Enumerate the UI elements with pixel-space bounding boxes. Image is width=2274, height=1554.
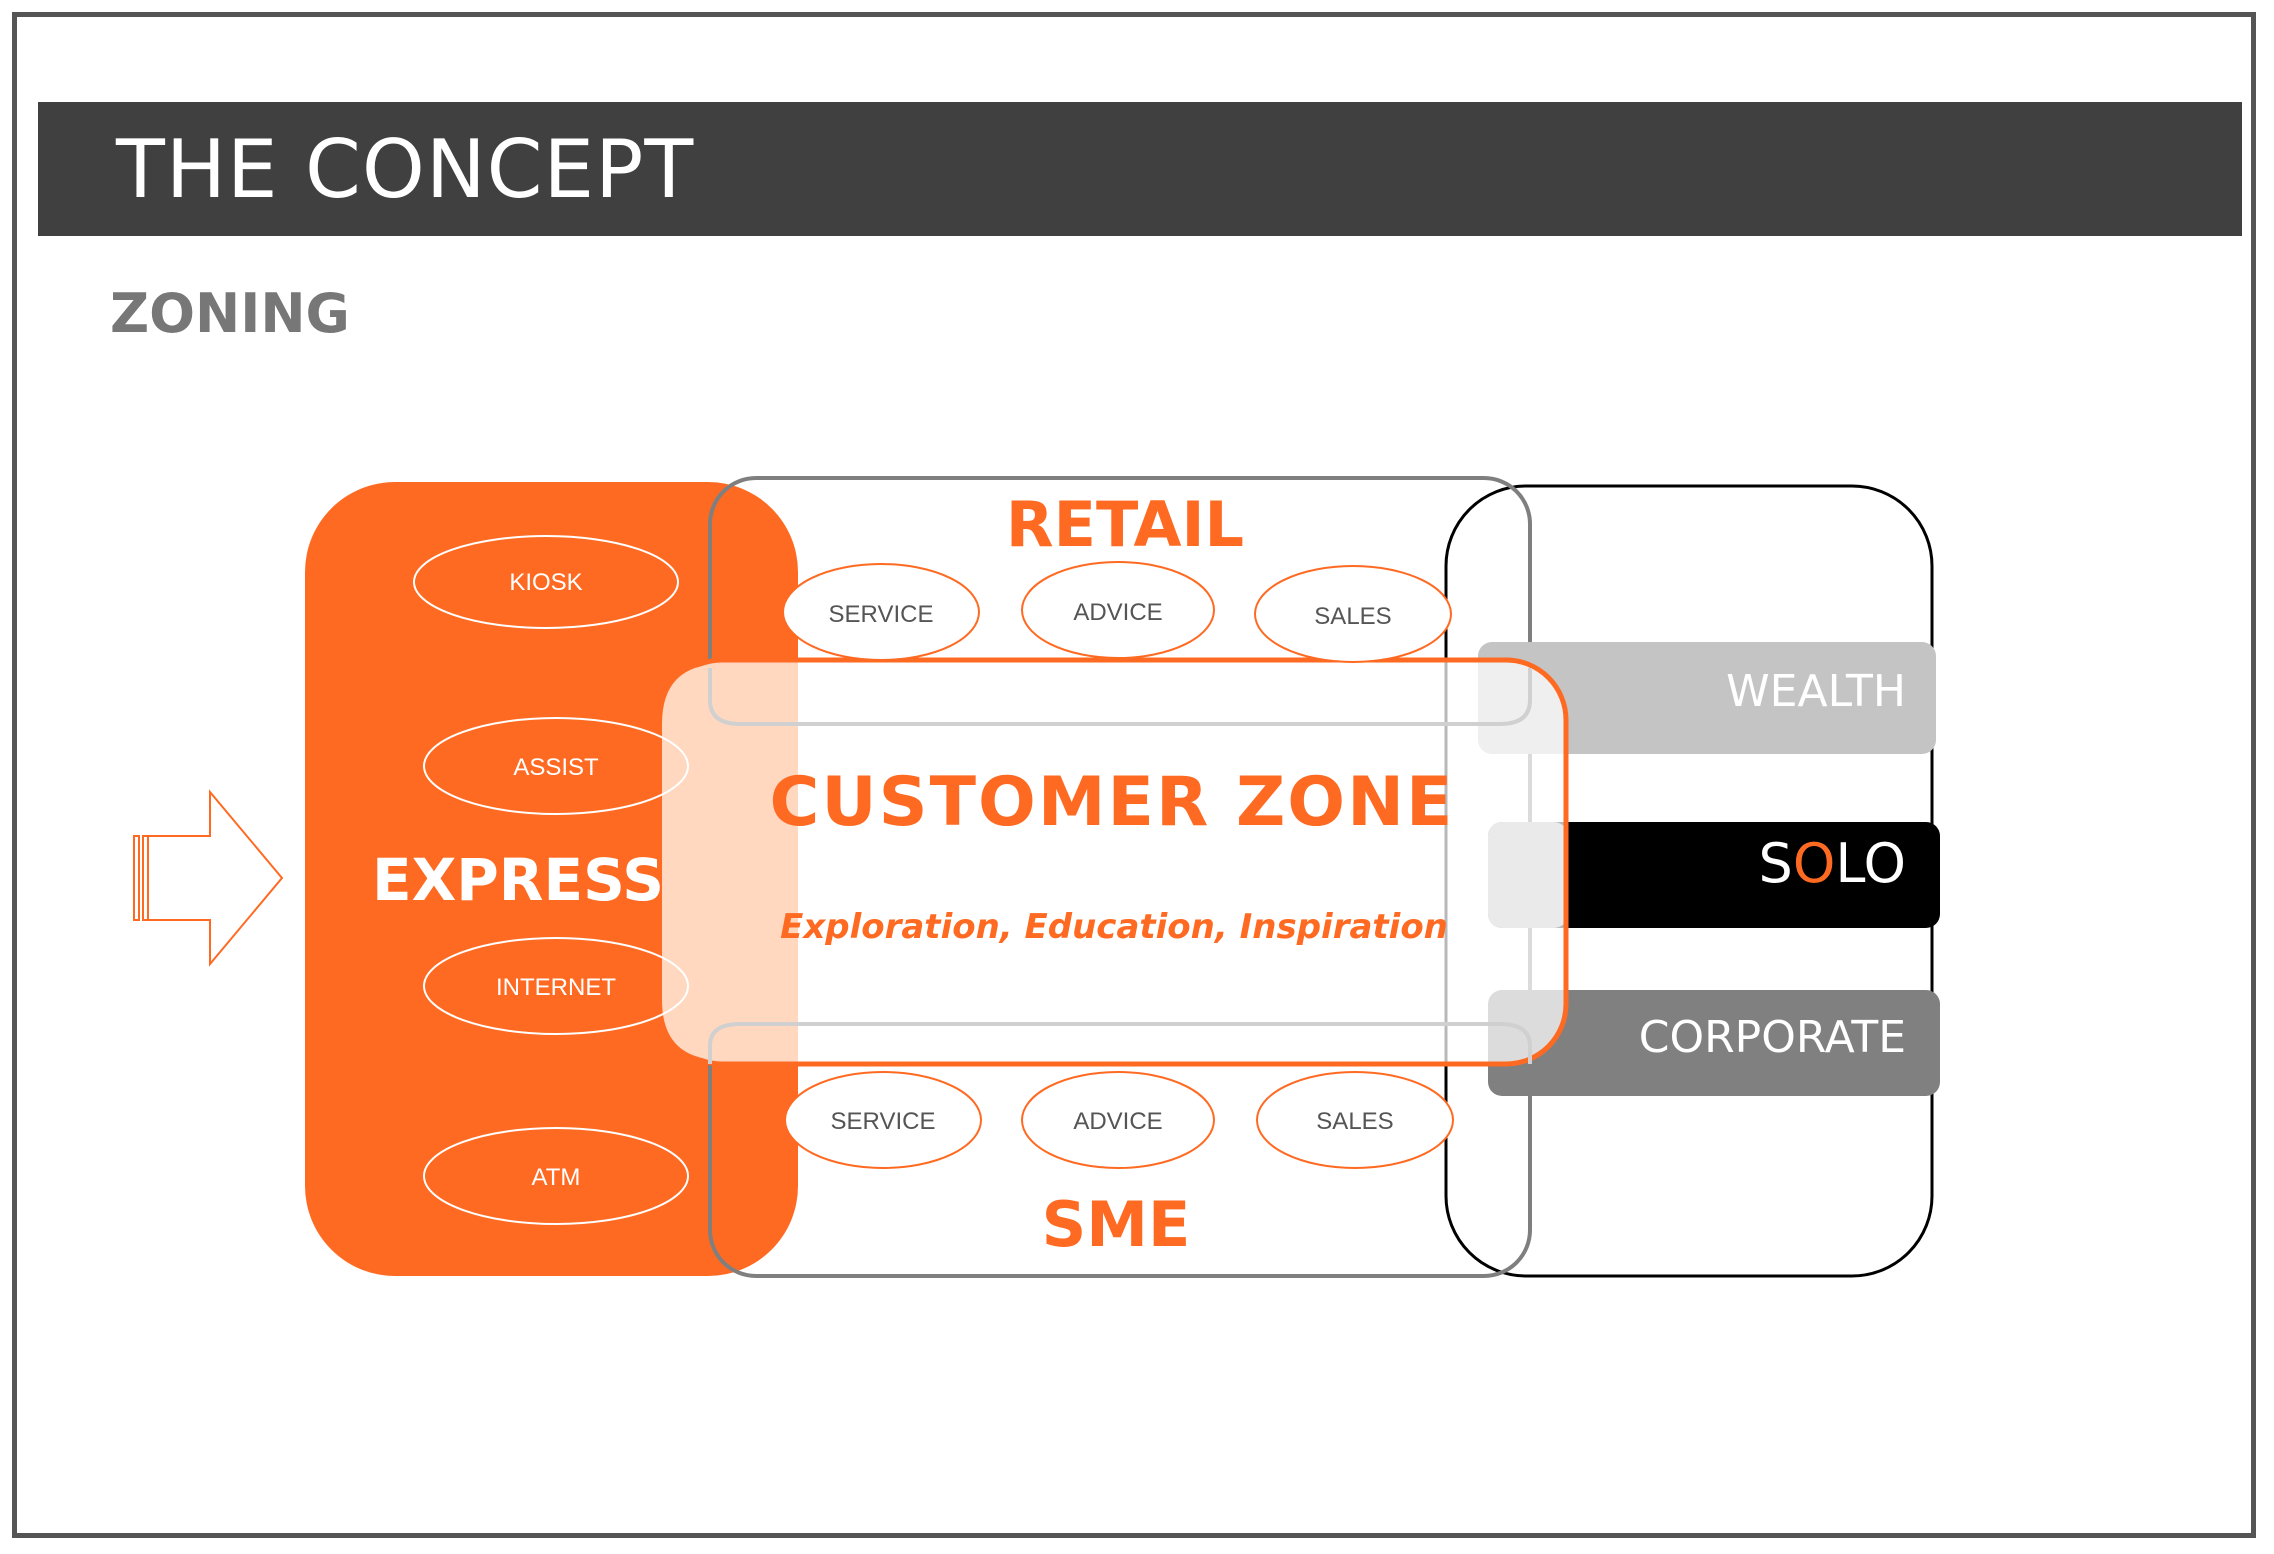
kiosk-ellipse: [413, 535, 679, 629]
retail-label: RETAIL: [1006, 488, 1244, 561]
channel-assist: ASSIST: [513, 754, 599, 781]
solo-label: SOLO: [1759, 832, 1906, 895]
customer-express-overlap: [662, 664, 798, 1060]
sme-sales: SALES: [1316, 1108, 1393, 1135]
customer-zone-title: CUSTOMER ZONE: [770, 763, 1455, 842]
arrow-right-icon: [133, 789, 284, 967]
solo-bar: [1488, 822, 1940, 928]
channel-kiosk: KIOSK: [509, 569, 582, 596]
channel-internet: INTERNET: [496, 974, 616, 1001]
title-bar: THE CONCEPT: [38, 102, 2242, 236]
express-label: EXPRESS: [372, 846, 664, 914]
customer-zone-tagline: Exploration, Education, Inspiration: [780, 907, 1448, 947]
section-subtitle: ZONING: [110, 282, 350, 345]
wealth-label: WEALTH: [1726, 666, 1906, 717]
retail-service: SERVICE: [829, 601, 934, 628]
retail-advice: ADVICE: [1073, 599, 1162, 626]
retail-overlap-line: [708, 668, 1532, 726]
retail-service-ellipse: [782, 563, 980, 661]
assist-ellipse: [423, 717, 689, 815]
sme-advice-ellipse: [1021, 1071, 1215, 1169]
corporate-bar: [1488, 990, 1940, 1096]
sme-sales-ellipse: [1256, 1071, 1454, 1169]
sme-label: SME: [1042, 1188, 1191, 1261]
wealth-bar: [1478, 642, 1936, 754]
retail-advice-ellipse: [1021, 561, 1215, 659]
sme-service-ellipse: [784, 1071, 982, 1169]
sme-advice: ADVICE: [1073, 1108, 1162, 1135]
atm-ellipse: [423, 1127, 689, 1225]
sme-overlap-line: [708, 1022, 1532, 1064]
retail-sales: SALES: [1314, 603, 1391, 630]
sme-service: SERVICE: [831, 1108, 936, 1135]
page-title: THE CONCEPT: [116, 123, 695, 216]
channel-atm: ATM: [532, 1164, 581, 1191]
internet-ellipse: [423, 937, 689, 1035]
retail-sales-ellipse: [1254, 565, 1452, 663]
corporate-label: CORPORATE: [1639, 1012, 1906, 1063]
